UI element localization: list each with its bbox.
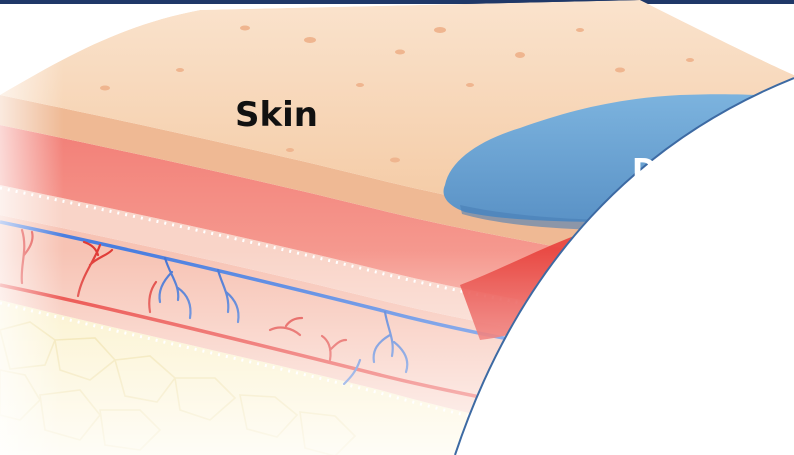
top-border [0, 0, 794, 4]
partial-label: D [632, 153, 657, 188]
skin-label: Skin [235, 95, 318, 135]
